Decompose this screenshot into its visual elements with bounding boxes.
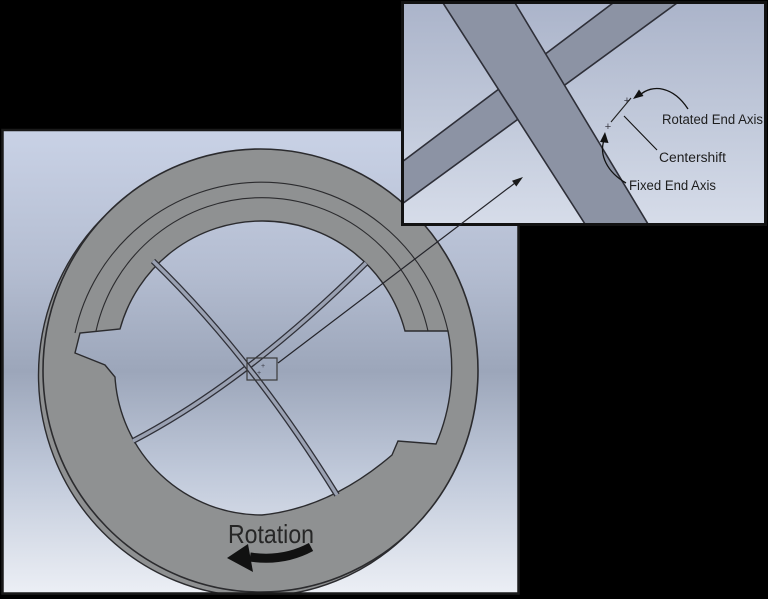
rotated-end-axis-label: Rotated End Axis: [662, 112, 763, 127]
ring-inner-cutout: [74, 220, 453, 516]
fixed-end-axis-arrowhead: [600, 132, 609, 143]
fixed-end-axis-label: Fixed End Axis: [629, 178, 716, 193]
rotation-arrow-head: [227, 544, 253, 572]
rotation-label: Rotation: [228, 519, 314, 549]
rotated-end-axis-marker: +: [624, 95, 630, 107]
detail-leader-arrowhead: [512, 177, 523, 187]
ring-groove-arc-inner: [95, 197, 429, 332]
center-marker-lower: +: [257, 370, 261, 377]
centershift-leader: [623, 115, 658, 151]
fixed-end-axis-leader: [602, 139, 627, 184]
inset-border: [401, 1, 767, 226]
main-view-border: [1, 128, 520, 595]
detail-leader-line: [277, 182, 516, 364]
inset-bar-rotated: [442, 3, 649, 224]
rotated-end-axis-leader: [639, 87, 689, 110]
inset-view: + + Rotated End Axis Centershift Fixed E…: [403, 3, 765, 224]
centershift-segment: [610, 97, 632, 123]
flexure-strip-rotated: [151, 259, 339, 496]
center-marker-upper: +: [261, 363, 265, 370]
ring-groove-arc-outer: [74, 181, 449, 334]
detail-box: [246, 357, 278, 381]
fixed-end-axis-marker: +: [605, 121, 611, 133]
centershift-label: Centershift: [659, 150, 726, 165]
rotated-end-axis-arrowhead: [633, 89, 644, 99]
rotation-arrow-band: [249, 542, 314, 563]
